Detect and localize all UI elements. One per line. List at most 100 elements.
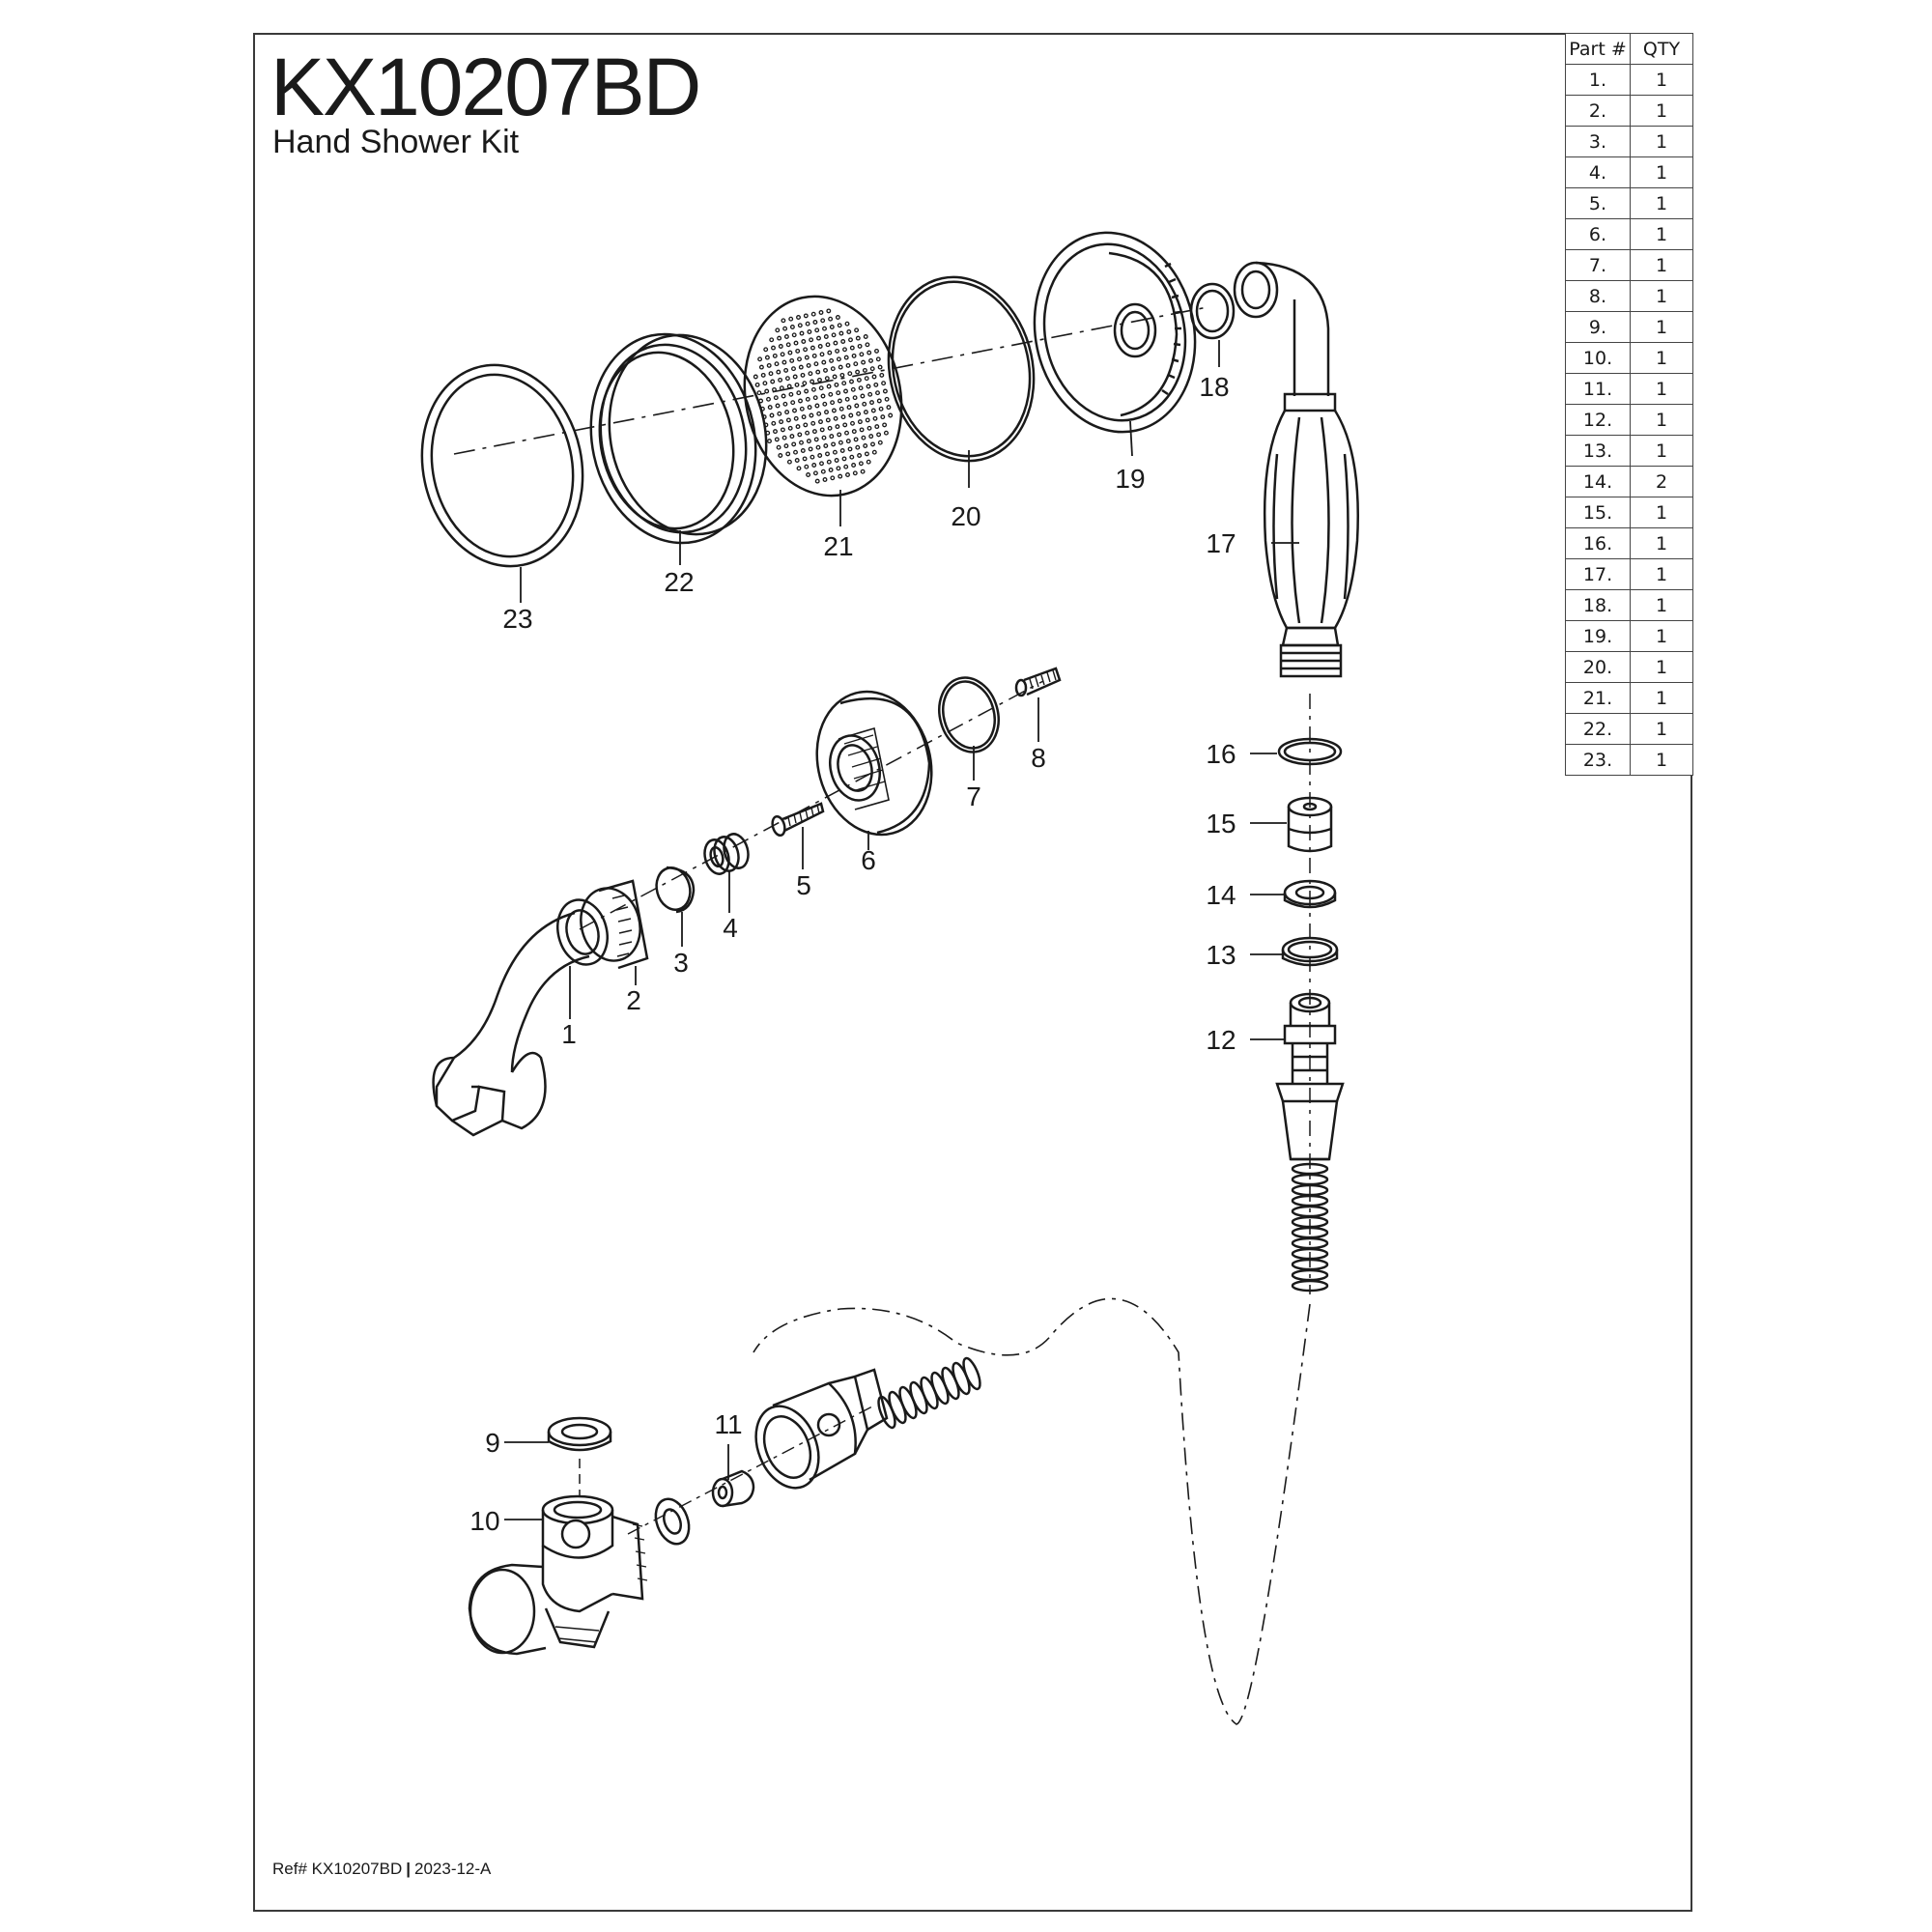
spray-hole <box>813 361 819 367</box>
callout-2: 2 <box>626 985 641 1015</box>
spray-hole <box>814 478 820 484</box>
spray-hole <box>851 353 857 358</box>
spray-hole <box>786 459 792 465</box>
spray-hole <box>828 391 834 397</box>
spray-hole <box>826 384 832 389</box>
spray-hole <box>843 388 848 394</box>
spray-hole <box>775 327 781 333</box>
part-number-cell: 9. <box>1565 311 1631 343</box>
part-18-washer <box>1189 282 1236 340</box>
spray-hole <box>802 381 808 386</box>
spray-hole <box>849 379 854 384</box>
table-row: 18.1 <box>1565 589 1693 621</box>
quantity-cell: 1 <box>1630 713 1693 745</box>
quantity-cell: 1 <box>1630 682 1693 714</box>
spray-hole <box>808 446 813 452</box>
spray-hole <box>801 414 807 420</box>
spray-hole <box>773 429 778 435</box>
spray-hole <box>857 453 863 458</box>
part-15-restrictor <box>1287 796 1333 853</box>
quantity-cell: 1 <box>1630 744 1693 776</box>
spray-hole <box>781 318 786 324</box>
spray-hole <box>763 347 769 353</box>
spray-hole <box>844 430 849 436</box>
model-number: KX10207BD <box>270 42 701 132</box>
spray-hole <box>869 366 875 372</box>
table-row: 10.1 <box>1565 342 1693 374</box>
part-1-holder-arm <box>432 898 609 1137</box>
part-13-ring <box>1281 936 1339 967</box>
callout-23: 23 <box>502 604 532 634</box>
spray-hole <box>868 434 874 440</box>
quantity-cell: 1 <box>1630 156 1693 188</box>
spray-hole <box>810 311 816 317</box>
part-11-insert <box>711 1469 755 1508</box>
spray-hole <box>792 408 797 413</box>
spray-hole <box>785 342 791 348</box>
spray-hole <box>784 376 790 382</box>
spray-hole <box>791 441 797 447</box>
callout-3: 3 <box>673 948 689 978</box>
spray-hole <box>776 369 781 375</box>
spray-hole <box>799 406 805 412</box>
spray-hole <box>882 388 888 394</box>
spray-hole <box>809 412 814 418</box>
table-row: 19.1 <box>1565 620 1693 652</box>
hose-rib <box>920 1376 939 1410</box>
spray-hole <box>867 425 872 431</box>
spray-hole <box>753 374 758 380</box>
table-row: 13.1 <box>1565 435 1693 467</box>
spray-hole <box>878 406 884 412</box>
callout-7: 7 <box>966 781 981 811</box>
spray-hole <box>848 412 854 418</box>
part-number-cell: 3. <box>1565 126 1631 157</box>
spray-hole <box>883 430 889 436</box>
spray-hole <box>880 414 886 420</box>
spray-hole <box>888 412 894 418</box>
part-4-spring <box>703 833 750 875</box>
spray-hole <box>796 466 802 471</box>
spray-hole <box>837 432 842 438</box>
spray-hole <box>863 334 868 339</box>
spray-hole <box>814 403 820 409</box>
spray-hole <box>799 440 804 445</box>
quantity-cell: 1 <box>1630 187 1693 219</box>
spray-hole <box>814 327 820 333</box>
spray-hole <box>860 469 866 474</box>
part-16-oring <box>1277 737 1343 766</box>
spray-hole <box>801 339 807 344</box>
spray-hole <box>803 422 809 428</box>
spray-hole <box>838 473 843 479</box>
spray-hole <box>837 398 842 404</box>
hose-rib <box>962 1356 981 1391</box>
part-21-spray-face <box>743 295 903 497</box>
spray-hole <box>849 454 855 460</box>
spray-hole <box>868 357 873 363</box>
spray-hole <box>819 427 825 433</box>
spray-hole <box>795 348 801 354</box>
table-row: 5.1 <box>1565 187 1693 219</box>
spray-hole <box>780 427 785 433</box>
spray-hole <box>841 381 847 386</box>
part-number-cell: 16. <box>1565 527 1631 559</box>
part-14-washer <box>1283 879 1337 909</box>
spray-hole <box>864 376 869 382</box>
spray-hole <box>818 385 824 391</box>
spray-hole <box>812 320 818 325</box>
spray-hole <box>781 393 786 399</box>
spray-hole <box>828 316 834 322</box>
spray-hole <box>811 429 817 435</box>
spray-hole <box>857 419 863 425</box>
reference-footer: Ref# KX10207BD|2023-12-A <box>272 1860 491 1879</box>
part-number-cell: 20. <box>1565 651 1631 683</box>
table-row: 7.1 <box>1565 249 1693 281</box>
spray-hole <box>781 435 787 440</box>
spray-hole <box>796 315 801 320</box>
spray-hole <box>844 396 850 402</box>
callout-16: 16 <box>1206 739 1236 769</box>
spray-hole <box>864 451 869 457</box>
spray-hole <box>807 405 812 411</box>
spray-hole <box>766 396 771 402</box>
spray-hole <box>788 391 794 397</box>
spray-hole <box>816 335 821 341</box>
